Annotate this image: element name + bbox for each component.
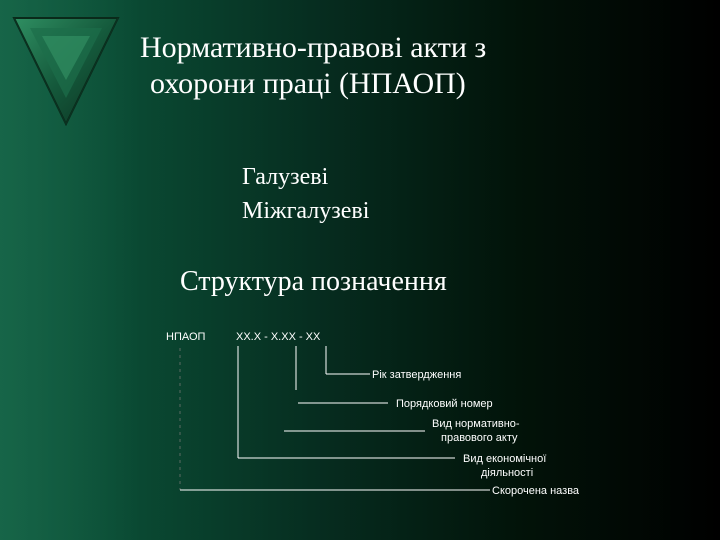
bullet-item-sectoral: Галузеві [238, 160, 369, 194]
label-activity-line2: діяльності [481, 467, 533, 479]
slide-title: Нормативно-правові акти з охорони праці … [140, 30, 486, 102]
label-serial-number: Порядковий номер [396, 398, 493, 410]
code-prefix-label: НПАОП [166, 331, 206, 343]
bullet-item-intersectoral: Міжгалузеві [238, 194, 369, 228]
triangle-logo-icon [12, 17, 120, 126]
title-line-2: охорони праці (НПАОП) [150, 67, 466, 100]
section-subtitle: Структура позначення [180, 266, 447, 297]
designation-structure-diagram: НПАОП ХХ.Х - Х.ХХ - ХХ Рік затвердження … [166, 331, 580, 497]
bullet-text: Міжгалузеві [242, 198, 370, 224]
label-short-name: Скорочена назва [492, 485, 580, 497]
label-doc-type-line2: правового акту [441, 432, 518, 444]
label-year: Рік затвердження [372, 369, 461, 381]
code-format-label: ХХ.Х - Х.ХХ - ХХ [236, 331, 321, 343]
label-activity-line1: Вид економічної [463, 453, 546, 465]
bullet-text: Галузеві [242, 164, 329, 190]
bullet-list: Галузеві Міжгалузеві [238, 160, 369, 228]
title-line-1: Нормативно-правові акти з [140, 31, 487, 64]
label-doc-type-line1: Вид нормативно- [432, 418, 520, 430]
